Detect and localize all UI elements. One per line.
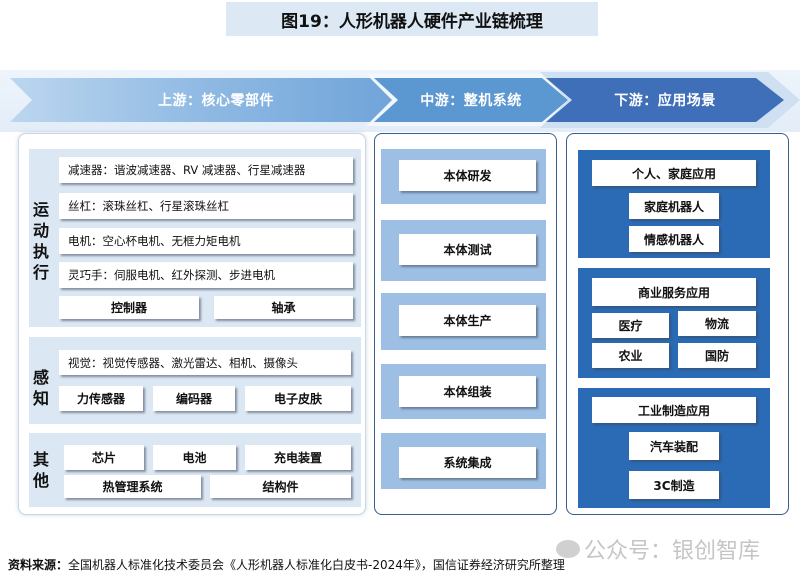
motor-row: 电机：空心杯电机、无框力矩电机	[59, 228, 353, 254]
companion-robot-box: 情感机器人	[629, 226, 719, 252]
watermark-text: 公众号：银创智库	[584, 539, 761, 564]
3c-manufacturing-box: 3C制造	[629, 471, 719, 499]
thermal-management-box: 热管理系统	[64, 475, 201, 498]
watermark: 公众号：银创智库	[556, 533, 760, 565]
logistics-box: 物流	[678, 311, 756, 336]
chip-box: 芯片	[64, 445, 144, 470]
dexterous-hand-row: 灵巧手：伺服电机、红外探测、步进电机	[59, 262, 353, 288]
source-note: 资料来源：全国机器人标准化技术委员会《人形机器人标准化白皮书-2024年》，国信…	[8, 556, 565, 573]
bearing-box: 轴承	[214, 296, 353, 319]
group-perception-label: 感 知	[32, 368, 49, 408]
battery-box: 电池	[153, 445, 236, 470]
charging-device-box: 充电装置	[245, 445, 351, 470]
wechat-icon	[556, 540, 580, 558]
encoder-box: 编码器	[153, 386, 235, 411]
personal-home-header: 个人、家庭应用	[592, 160, 756, 186]
body-production-box: 本体生产	[399, 305, 536, 336]
agriculture-box: 农业	[592, 343, 669, 368]
figure-title: 图19：人形机器人硬件产业链梳理	[226, 2, 598, 36]
screw-row: 丝杠：滚珠丝杠、行星滚珠丝杠	[59, 193, 353, 219]
industrial-manufacturing-header: 工业制造应用	[592, 397, 756, 423]
body-assembly-box: 本体组装	[399, 376, 536, 407]
defense-box: 国防	[678, 343, 756, 368]
body-testing-box: 本体测试	[399, 234, 536, 265]
source-text: 全国机器人标准化技术委员会《人形机器人标准化白皮书-2024年》，国信证券经济研…	[68, 558, 565, 572]
stage-midstream-chevron: 中游：整机系统	[374, 78, 568, 122]
electronic-skin-box: 电子皮肤	[245, 386, 351, 411]
medical-box: 医疗	[592, 313, 669, 338]
auto-assembly-box: 汽车装配	[629, 432, 719, 460]
stage-upstream-label: 上游：核心零部件	[158, 93, 274, 109]
vision-row: 视觉：视觉传感器、激光雷达、相机、摄像头	[59, 350, 351, 375]
body-rd-box: 本体研发	[399, 160, 536, 191]
force-sensor-box: 力传感器	[59, 386, 143, 411]
controller-box: 控制器	[59, 296, 199, 319]
group-motion-label: 运 动 执 行	[32, 200, 49, 282]
reducer-row: 减速器：谐波减速器、RV 减速器、行星减速器	[59, 157, 353, 183]
stage-upstream-chevron: 上游：核心零部件	[10, 78, 402, 122]
home-robot-box: 家庭机器人	[629, 193, 719, 219]
stage-downstream-label: 下游：应用场景	[614, 93, 716, 109]
stage-downstream-chevron: 下游：应用场景	[546, 78, 784, 122]
group-other-label: 其 他	[32, 450, 49, 490]
structural-parts-box: 结构件	[210, 475, 351, 498]
commercial-service-header: 商业服务应用	[592, 278, 756, 306]
source-label: 资料来源：	[8, 558, 69, 572]
system-integration-box: 系统集成	[399, 447, 536, 478]
stage-midstream-label: 中游：整机系统	[420, 93, 522, 109]
